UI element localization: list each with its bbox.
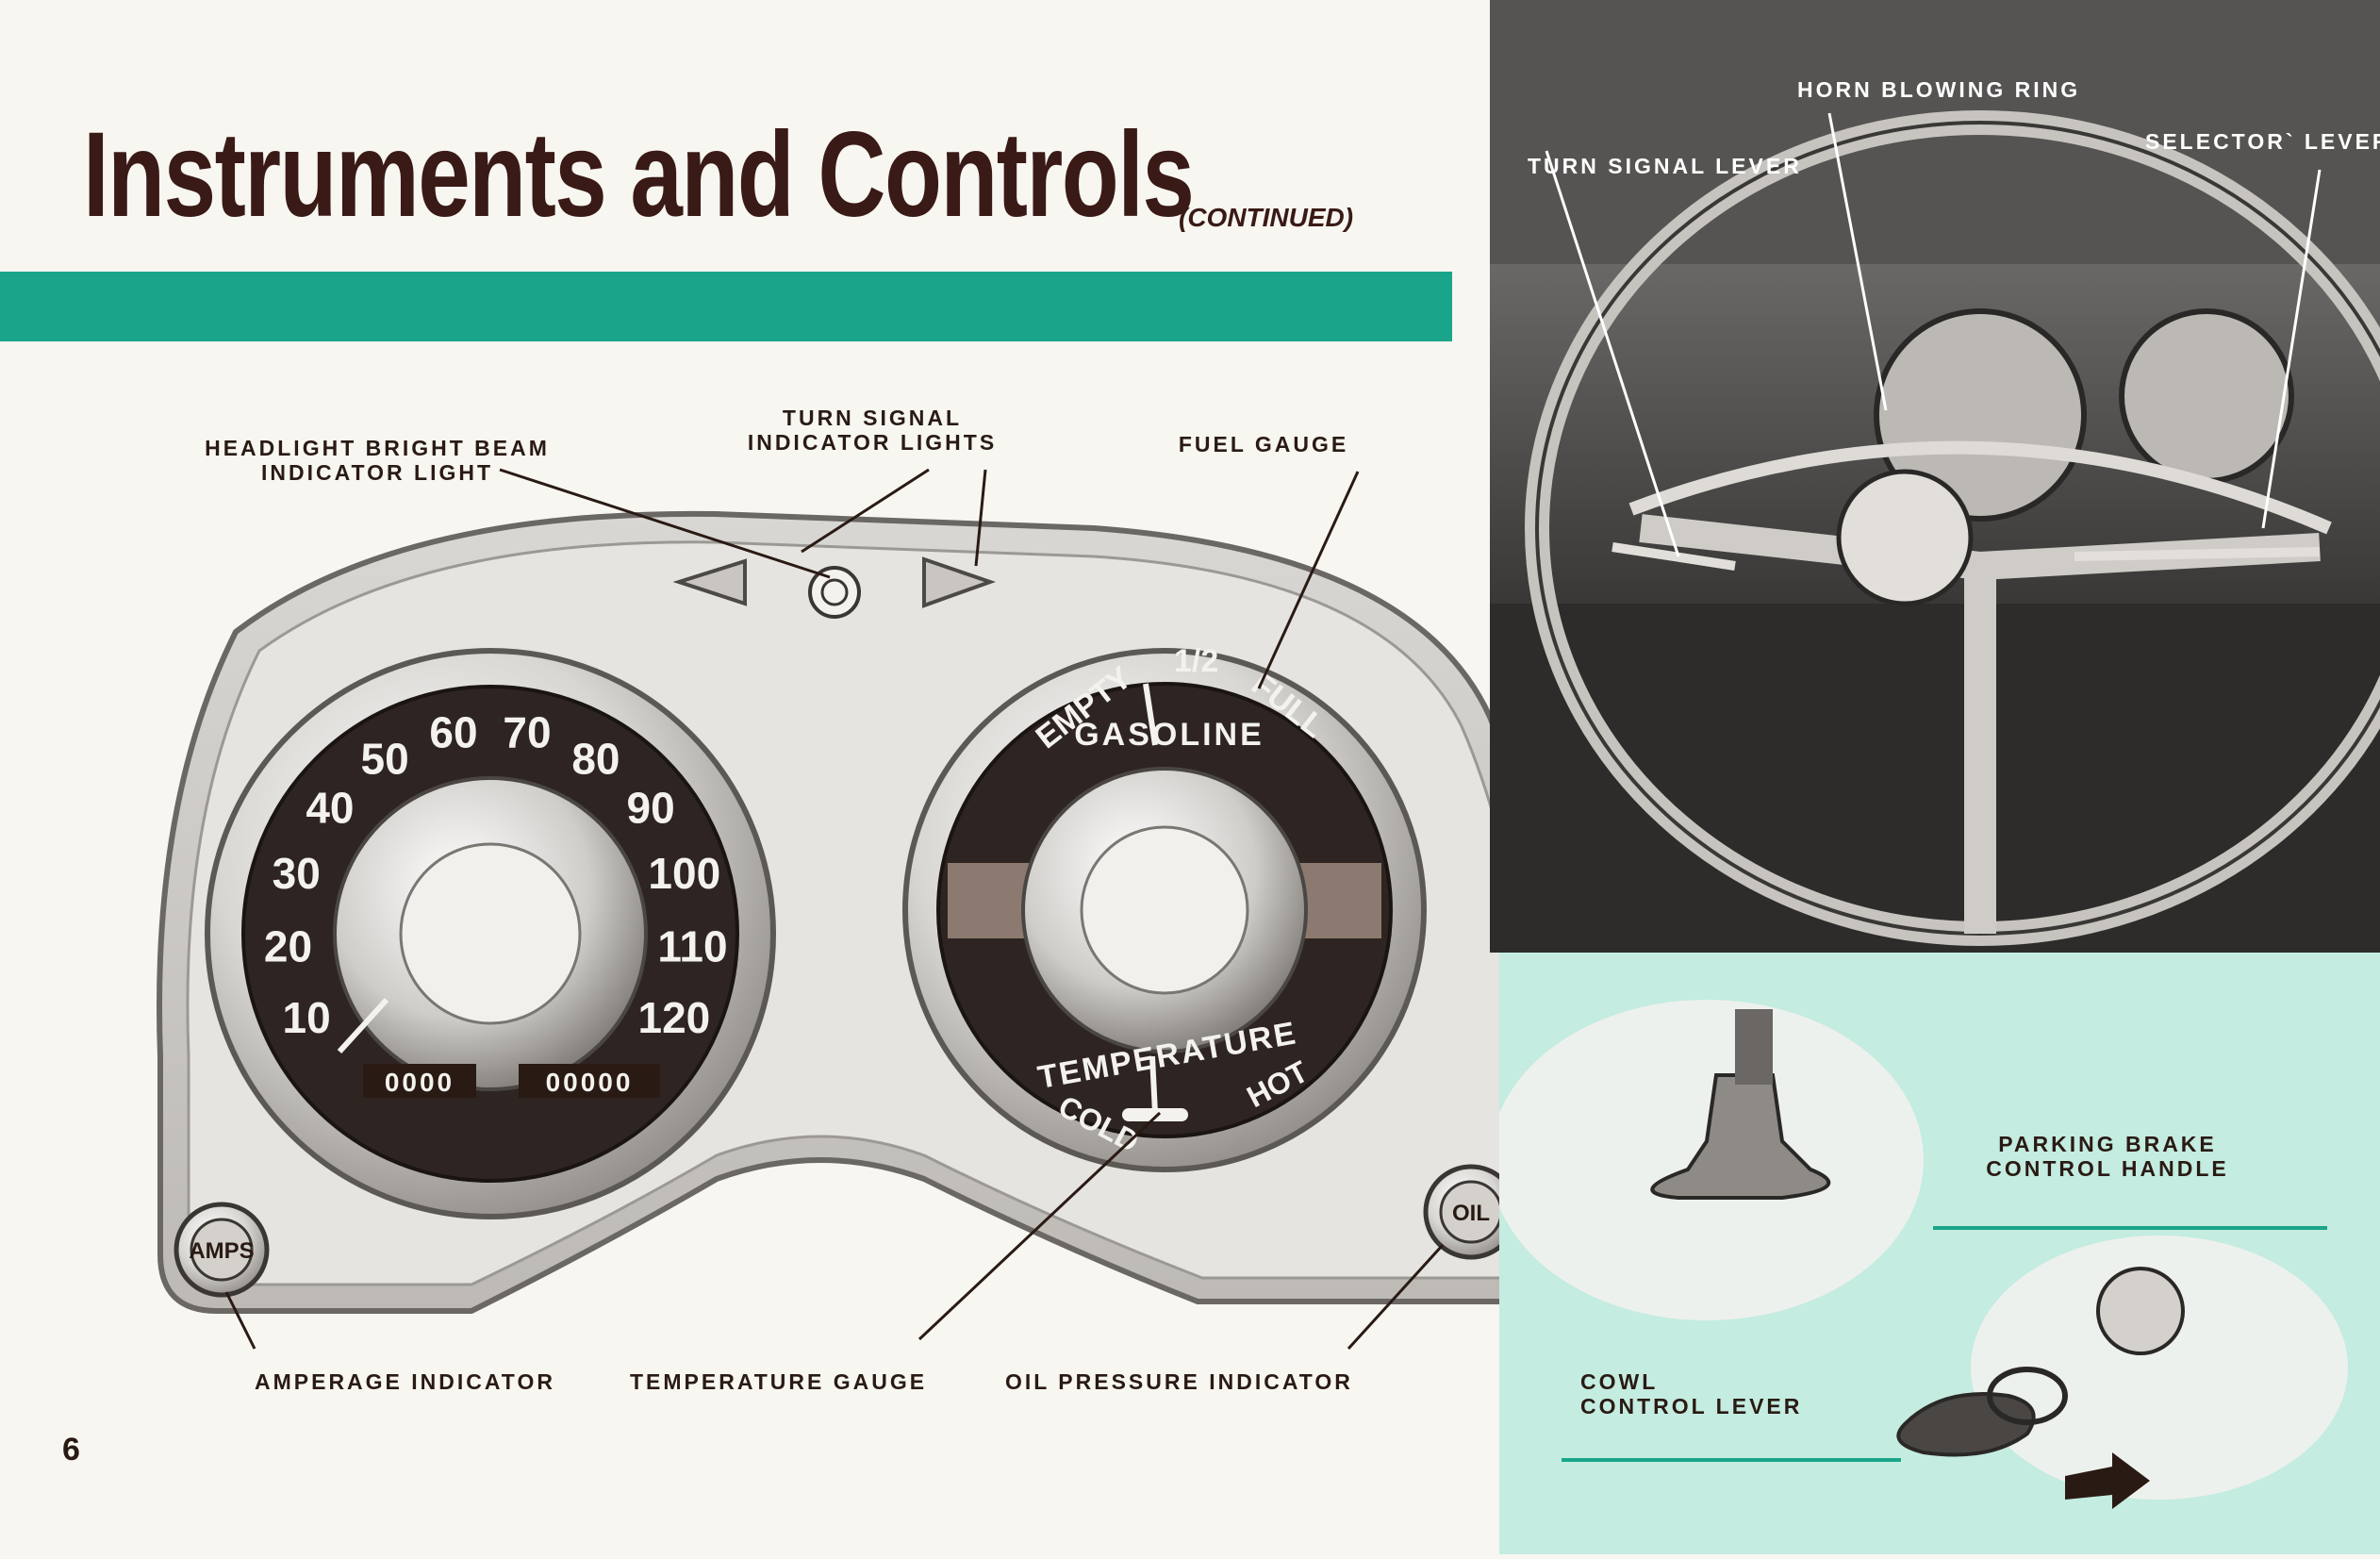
steering-wheel-photo [1490, 0, 2380, 953]
page-number: 6 [62, 1432, 80, 1468]
speedometer-number: 10 [283, 993, 331, 1042]
selector-lever-label: SELECTOR` LEVER [2145, 129, 2380, 154]
headlight-label-line1: HEADLIGHT BRIGHT BEAM [205, 436, 550, 460]
left-turn-arrow [672, 558, 747, 606]
page-subtitle: (CONTINUED) [1179, 203, 1354, 232]
parking-brake-handle [1650, 1073, 1831, 1200]
trip-text: 00000 [546, 1068, 634, 1097]
amps-text: AMPS [189, 1238, 254, 1264]
gauge-hub [1080, 825, 1249, 995]
trip-window [519, 1064, 660, 1098]
steering-wheel-illustration [1490, 0, 2380, 953]
parking-brake-label-line2: CONTROL HANDLE [1986, 1156, 2229, 1182]
controls-illustration [1490, 1000, 2348, 1509]
cowl-label-line1: COWL [1580, 1369, 1659, 1394]
turn-signal-label-line1: TURN SIGNAL [782, 406, 963, 430]
speedometer-number: 70 [503, 708, 551, 757]
gauge-gasoline-text: GASOLINE [1074, 717, 1264, 753]
cowl-lever-rule [1562, 1458, 1901, 1462]
temperature-gauge-label: TEMPERATURE GAUGE [630, 1369, 928, 1394]
right-turn-arrow [922, 556, 997, 608]
turn-signal-indicator-label: TURN SIGNAL INDICATOR LIGHTS [726, 406, 1018, 456]
speedometer-number: 80 [571, 734, 620, 783]
speedometer-number: 20 [264, 921, 312, 970]
leader-lines [224, 468, 1445, 1351]
speedometer-number: 120 [638, 993, 711, 1042]
odometer-text: 0000 [385, 1068, 455, 1097]
speedometer-number: 110 [657, 921, 727, 970]
parking-brake-label-line1: PARKING BRAKE [1998, 1132, 2217, 1156]
fuel-needle [1143, 683, 1158, 746]
speedometer-number: 90 [627, 783, 675, 832]
headlight-beam-emblem [808, 566, 861, 619]
horn-button [1836, 469, 1974, 606]
speedometer-hub [399, 842, 582, 1025]
photo-leader-lines [1545, 112, 2322, 557]
accent-band [0, 272, 1452, 341]
temperature-needle [1149, 1055, 1158, 1114]
oil-text: OIL [1452, 1201, 1490, 1226]
oil-pressure-label: OIL PRESSURE INDICATOR [1005, 1369, 1353, 1394]
speedometer-number: 50 [361, 734, 409, 783]
headlight-label-line2: INDICATOR LIGHT [260, 460, 494, 486]
direction-arrow [2065, 1452, 2150, 1509]
speedometer-number: 60 [429, 708, 477, 757]
horn-ring [1628, 440, 2332, 535]
fuel-gauge-label: FUEL GAUGE [1178, 432, 1349, 456]
page-title: Instruments and Controls [83, 108, 1195, 242]
gauge-half-text: 1/2 [1174, 643, 1218, 679]
controls-panel [1490, 953, 2380, 1554]
parking-brake-rule [1933, 1226, 2327, 1230]
odometer-window [363, 1064, 476, 1098]
horn-ring-label: HORN BLOWING RING [1797, 77, 2081, 102]
speedometer-number: 100 [648, 849, 720, 898]
amperage-label: AMPERAGE INDICATOR [255, 1369, 555, 1394]
speedometer-number: 30 [273, 849, 321, 898]
speedometer-needle [337, 997, 389, 1054]
headlight-label: HEADLIGHT BRIGHT BEAM INDICATOR LIGHT [198, 436, 556, 486]
turn-signal-lever-label: TURN SIGNAL LEVER [1528, 154, 1802, 178]
parking-brake-label: PARKING BRAKE CONTROL HANDLE [1952, 1132, 2263, 1182]
speedometer-number: 40 [306, 783, 354, 832]
cowl-label-line2: CONTROL LEVER [1580, 1394, 1803, 1419]
cowl-lever-label: COWL CONTROL LEVER [1580, 1369, 1802, 1419]
turn-signal-label-line2: INDICATOR LIGHTS [747, 430, 998, 456]
cowl-control-lever [1896, 1392, 2036, 1457]
